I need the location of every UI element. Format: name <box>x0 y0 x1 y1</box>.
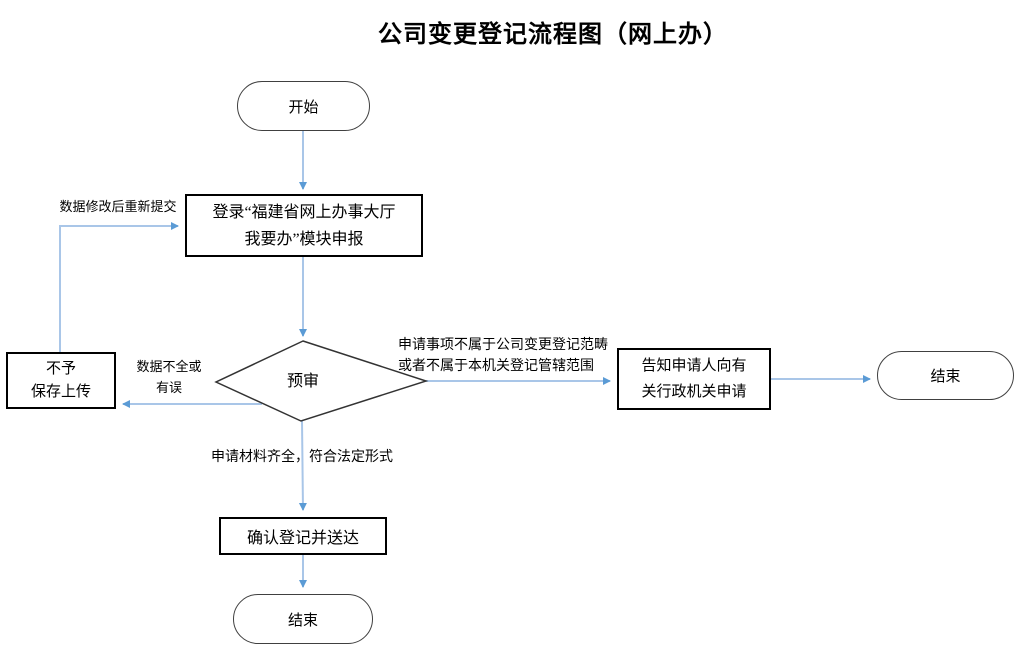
node-login-declare: 登录“福建省网上办事大厅 我要办”模块申报 <box>185 194 423 257</box>
edge-label-scope-line1: 申请事项不属于公司变更登记范畴 <box>398 338 608 353</box>
node-end-bottom-label: 结束 <box>287 612 318 629</box>
node-login-line2: 我要办”模块申报 <box>244 230 364 248</box>
review-diamond-shape <box>214 340 429 422</box>
edge-label-incomplete-line2: 有误 <box>155 380 182 395</box>
node-end-bottom: 结束 <box>233 594 373 644</box>
edge-label-scope-line2: 或者不属于本机关登记管辖范围 <box>398 359 594 374</box>
node-login-line1: 登录“福建省网上办事大厅 <box>212 203 396 221</box>
edge-review-to-confirm <box>298 420 307 511</box>
edge-label-incomplete-line1: 数据不全或 <box>136 359 202 374</box>
node-end-right-label: 结束 <box>930 369 961 385</box>
node-no-save-upload: 不予 保存上传 <box>6 352 116 409</box>
edge-label-materials-complete: 申请材料齐全，符合法定形式 <box>211 450 393 465</box>
node-start-label: 开始 <box>288 99 319 116</box>
edge-nosave-to-login <box>59 222 179 352</box>
flow-connectors <box>59 131 871 588</box>
node-review-label: 预审 <box>286 373 319 390</box>
node-nosave-line1: 不予 <box>45 360 76 377</box>
edge-label-resubmit: 数据修改后重新提交 <box>59 199 177 214</box>
node-confirm-register: 确认登记并送达 <box>219 517 387 555</box>
node-confirm-label: 确认登记并送达 <box>246 530 359 547</box>
node-notify-line2: 关行政机关申请 <box>641 384 747 400</box>
node-start: 开始 <box>237 81 370 131</box>
node-end-right: 结束 <box>877 351 1014 400</box>
edge-label-out-of-scope: 申请事项不属于公司变更登记范畴 或者不属于本机关登记管辖范围 <box>398 335 608 377</box>
node-notify-line1: 告知申请人向有 <box>641 358 747 374</box>
edge-label-data-incomplete: 数据不全或 有误 <box>132 356 206 398</box>
node-notify-applicant: 告知申请人向有 关行政机关申请 <box>617 348 771 410</box>
node-nosave-line2: 保存上传 <box>30 383 91 400</box>
flowchart-title: 公司变更登记流程图（网上办） <box>378 22 728 48</box>
